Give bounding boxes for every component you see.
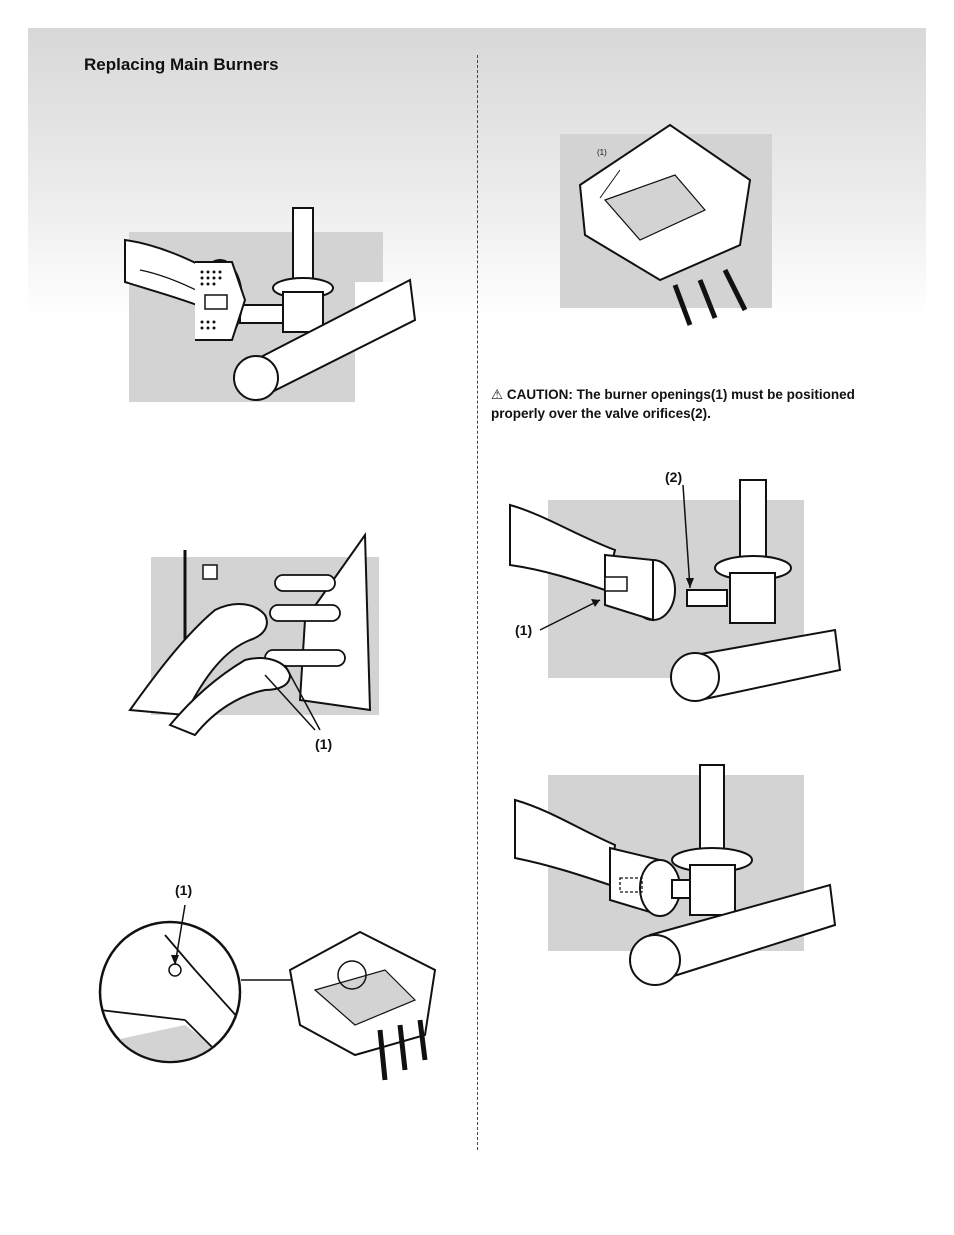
- figure-burner-alignment: (1) (2): [509, 469, 842, 702]
- caution-note: ⚠ CAUTION: The burner openings(1) must b…: [491, 385, 891, 423]
- callout-label: (1): [597, 148, 607, 157]
- column-divider: [477, 55, 478, 1150]
- caution-text: The burner openings(1) must be positione…: [491, 386, 855, 421]
- callout-label-burner: (1): [515, 622, 532, 638]
- callout-label: (1): [315, 736, 332, 752]
- figure-burner-installed: [514, 764, 837, 986]
- callout-label: (1): [175, 882, 192, 898]
- figure-firebox-detail: (1): [98, 882, 437, 1081]
- caution-lead: CAUTION:: [506, 386, 573, 402]
- figure-burner-hand-removal: (1): [128, 531, 379, 752]
- figure-burner-removal: [124, 207, 417, 402]
- warning-icon: ⚠: [491, 386, 504, 402]
- callout-label-orifice: (2): [665, 469, 682, 485]
- figure-firebox-openings: (1): [560, 123, 772, 326]
- section-title: Replacing Main Burners: [84, 55, 279, 74]
